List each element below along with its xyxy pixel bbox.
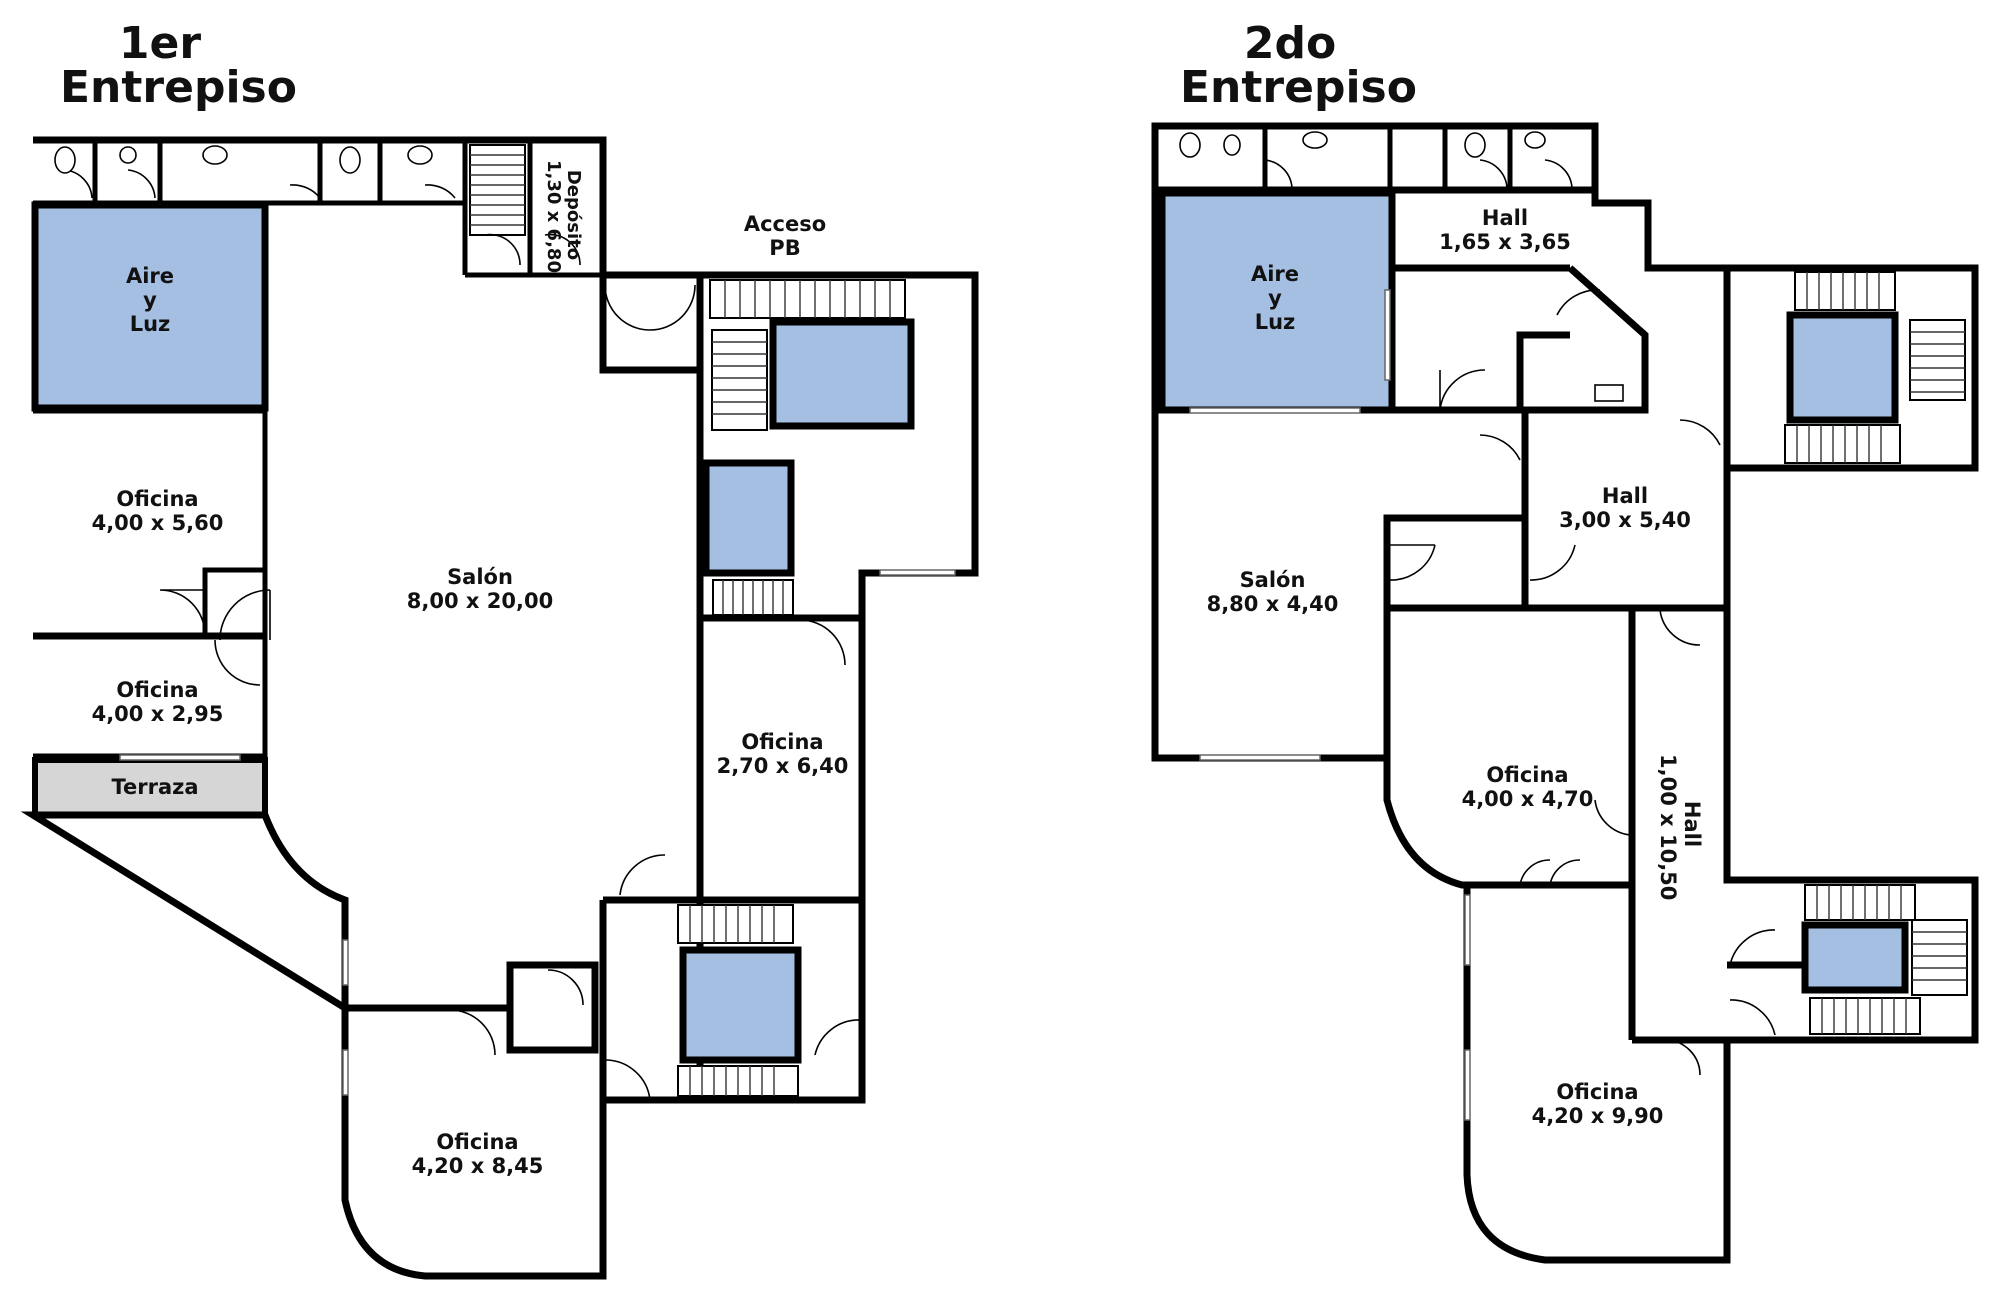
wall-segment <box>1516 265 1649 414</box>
plan-2-title-line2: Entrepiso <box>1180 62 1417 113</box>
room-size: 4,00 x 2,95 <box>91 702 224 726</box>
aire-y-luz-label-2: Aire y Luz <box>1215 262 1335 334</box>
plan-1-drawing <box>20 136 979 1280</box>
plan-2-title: 2do Entrepiso <box>1180 18 1417 113</box>
room-name: Hall <box>1680 800 1704 848</box>
room-name: Hall <box>1481 206 1529 230</box>
stair-top <box>469 144 526 236</box>
oficina-4x4-70-label: Oficina 4,00 x 4,70 <box>1440 763 1615 811</box>
aire-word: Aire <box>1250 262 1300 286</box>
plan-1-title-line2: Entrepiso <box>60 62 297 113</box>
oficina-4-20x9-90-label: Oficina 4,20 x 9,90 <box>1510 1080 1685 1128</box>
room-name: Oficina <box>116 487 199 511</box>
room-size: 4,00 x 5,60 <box>91 511 224 535</box>
room-name: Oficina <box>1486 763 1569 787</box>
room-name: Salón <box>1239 568 1306 592</box>
sanitary-fixtures-2 <box>1179 131 1624 402</box>
room-size: 1,65 x 3,65 <box>1439 230 1571 254</box>
hall-1x10-50-label: Hall 1,00 x 10,50 <box>1656 754 1704 901</box>
windows-2 <box>1189 289 1471 1121</box>
room-name: Oficina <box>436 1130 519 1154</box>
room-size: 4,00 x 4,70 <box>1461 787 1594 811</box>
oficina-4x2-95-label: Oficina 4,00 x 2,95 <box>70 678 245 726</box>
salon-8-80x4-40-label: Salón 8,80 x 4,40 <box>1185 568 1360 616</box>
wall-segment <box>599 275 704 374</box>
wall-segment <box>506 961 599 1054</box>
deposito-label: Depósito 1,30 x 6,80 <box>543 160 584 273</box>
wall-segment <box>202 567 265 636</box>
room-name: Oficina <box>116 678 199 702</box>
aire-word: Aire <box>125 264 175 288</box>
wall-segment <box>1383 514 1525 758</box>
oficina-4x5-60-label: Oficina 4,00 x 5,60 <box>70 487 245 535</box>
acceso-line2: PB <box>769 236 801 260</box>
acceso-line1: Acceso <box>743 212 827 236</box>
hall-1-65x3-65-label: Hall 1,65 x 3,65 <box>1420 206 1590 254</box>
acceso-pb-label: Acceso PB <box>725 212 845 260</box>
room-size: 3,00 x 5,40 <box>1559 508 1691 532</box>
room-size: 8,00 x 20,00 <box>406 589 554 613</box>
salon-8x20-label: Salón 8,00 x 20,00 <box>380 565 580 613</box>
light-well-1-lower <box>679 946 802 1064</box>
plan-2-outer-wall <box>1151 122 1979 1264</box>
room-name: Salón <box>447 565 513 589</box>
deposito-size: 1,30 x 6,80 <box>543 160 564 273</box>
room-name: Oficina <box>741 730 824 754</box>
room-size: 4,20 x 9,90 <box>1531 1104 1664 1128</box>
light-well-1-upper <box>769 318 915 430</box>
room-size: 8,80 x 4,40 <box>1206 592 1339 616</box>
luz-word: Luz <box>1254 310 1296 334</box>
light-well-2-lower <box>1801 921 1909 994</box>
stair-right <box>1784 271 1968 1035</box>
plan-1-outer-wall <box>20 136 979 1280</box>
plan-1-title: 1er Entrepiso <box>60 18 297 113</box>
room-size: 4,20 x 8,45 <box>411 1154 544 1178</box>
light-well-1-middle <box>702 459 795 577</box>
sanitary-fixtures <box>54 145 433 174</box>
deposito-name: Depósito <box>563 169 584 261</box>
plan-2-title-line1: 2do <box>1243 18 1337 69</box>
plan-1-title-line1: 1er <box>118 18 202 69</box>
door-swings-2 <box>1264 159 1776 1076</box>
luz-word: Luz <box>129 312 171 336</box>
light-well-2-upper <box>1786 311 1899 424</box>
windows <box>119 569 956 1096</box>
room-size: 1,00 x 10,50 <box>1656 754 1680 901</box>
room-name: Oficina <box>1556 1080 1639 1104</box>
room-size: 2,70 x 6,40 <box>716 754 849 778</box>
aire-y-luz-label-1: Aire y Luz <box>90 264 210 336</box>
y-word: y <box>1268 286 1282 310</box>
terraza-label: Terraza <box>90 775 220 799</box>
oficina-2-70x6-40-label: Oficina 2,70 x 6,40 <box>700 730 865 778</box>
hall-3x5-40-label: Hall 3,00 x 5,40 <box>1540 484 1710 532</box>
plan-2-drawing <box>1151 122 1979 1264</box>
stair-acceso <box>677 279 906 1097</box>
light-well-aire-y-luz-1 <box>31 201 269 412</box>
y-word: y <box>143 288 157 312</box>
oficina-4-20x8-45-label: Oficina 4,20 x 8,45 <box>390 1130 565 1178</box>
terraza-text: Terraza <box>111 775 199 799</box>
room-name: Hall <box>1601 484 1649 508</box>
